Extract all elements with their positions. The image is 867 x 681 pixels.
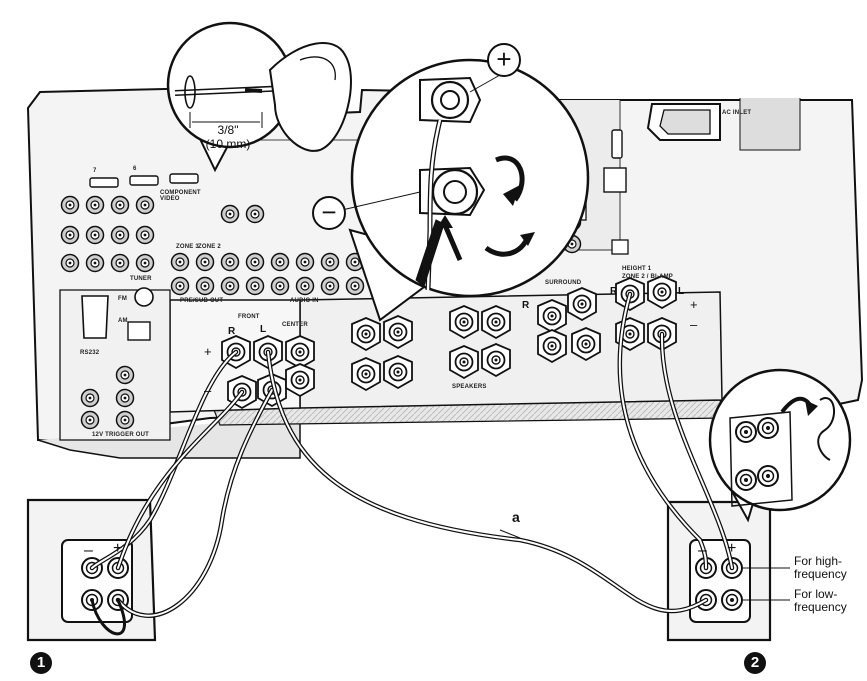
leader-lines bbox=[499, 529, 521, 539]
height1-label: HEIGHT 1 bbox=[622, 266, 652, 272]
channel-r-label: R bbox=[610, 286, 618, 297]
low-frequency-note: For low- frequency bbox=[794, 587, 847, 615]
center-label: CENTER bbox=[282, 322, 308, 328]
speakers-label: SPEAKERS bbox=[452, 384, 487, 390]
fm-label: FM bbox=[118, 296, 128, 302]
negative-polarity-symbol: − bbox=[312, 196, 346, 230]
positive-polarity-symbol: + bbox=[487, 43, 521, 77]
component-video-label: COMPONENT VIDEO bbox=[160, 190, 201, 202]
channel-l-label: L bbox=[260, 324, 267, 335]
speaker-minus-label: – bbox=[84, 542, 93, 559]
channel-l-label: L bbox=[678, 286, 685, 297]
am-label: AM bbox=[118, 318, 128, 324]
speaker-badge-1: 1 bbox=[30, 652, 52, 674]
strip-length-mm: (10 mm) bbox=[205, 137, 251, 151]
speaker-minus-label: – bbox=[698, 542, 707, 559]
high-frequency-note: For high- frequency bbox=[794, 554, 847, 582]
speaker-cables bbox=[89, 291, 735, 636]
channel-r-label: R bbox=[522, 300, 530, 311]
trigger-out-label: 12V TRIGGER OUT bbox=[92, 432, 150, 438]
speaker-badge-2: 2 bbox=[744, 652, 766, 674]
tuner-label: TUNER bbox=[130, 276, 152, 282]
rs232-label: RS232 bbox=[80, 350, 100, 356]
terminal-magnifier bbox=[341, 58, 590, 322]
terminal-plus-label: + bbox=[690, 297, 698, 312]
speaker-plus-label: + bbox=[113, 540, 123, 557]
ac-inlet bbox=[646, 103, 721, 141]
ac-inlet-label: AC INLET bbox=[722, 110, 752, 116]
surround-label: SURROUND bbox=[545, 280, 582, 286]
terminal-plus-label: + bbox=[204, 344, 212, 359]
zone-label: ZONE 2 bbox=[198, 244, 221, 250]
wire-strip-magnifier bbox=[166, 21, 352, 173]
terminal-minus-label: – bbox=[204, 383, 212, 398]
terminal-minus-label: – bbox=[690, 317, 698, 332]
channel-r-label: R bbox=[228, 326, 236, 337]
cable-label: a bbox=[512, 509, 520, 525]
hdmi-number-label: 7 bbox=[93, 168, 97, 174]
audio-in-label: AUDIO IN bbox=[290, 298, 319, 304]
strip-length-inch: 3/8" bbox=[217, 123, 239, 137]
zone2-biamp-label: ZONE 2 / BI-AMP bbox=[622, 274, 674, 280]
hdmi-number-label: 6 bbox=[133, 166, 137, 172]
jumper-magnifier bbox=[708, 368, 852, 523]
zone-label: ZONE 3 bbox=[176, 244, 199, 250]
pre-out-label: PRE/SUB OUT bbox=[180, 298, 224, 304]
speaker-plus-label: + bbox=[727, 540, 737, 557]
hdmi-ports bbox=[89, 129, 623, 188]
front-label: FRONT bbox=[238, 314, 260, 320]
